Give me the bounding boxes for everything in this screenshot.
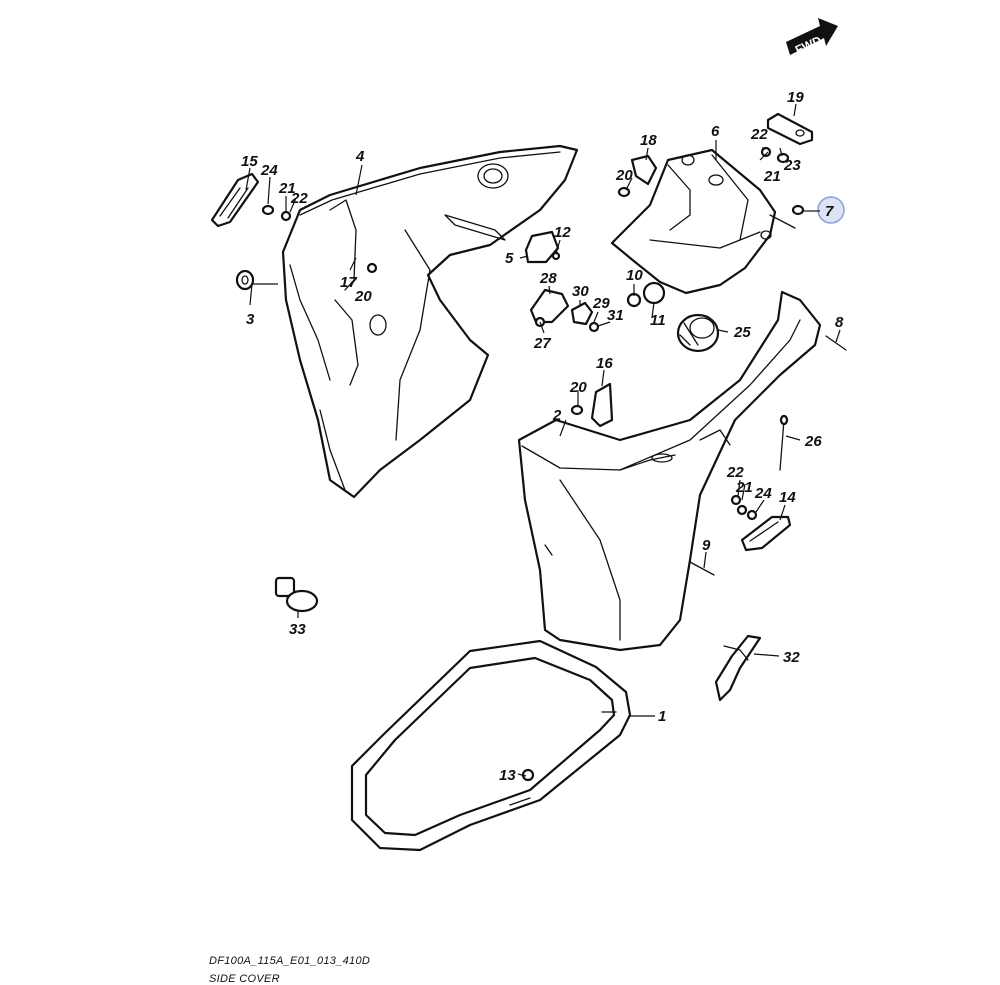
clip-18	[630, 154, 658, 186]
tie-26	[779, 419, 785, 471]
leader-lines	[245, 103, 841, 777]
callout-6: 6	[711, 123, 720, 140]
grommet-3	[235, 269, 255, 291]
callout-12: 12	[554, 224, 571, 241]
callout-22a: 22	[290, 190, 308, 207]
callout-30: 30	[572, 283, 589, 300]
upper-strip	[766, 112, 814, 146]
callouts: 1 2 3 4 5 6 7 8 9 10 11 12 13 14 15 16 1…	[241, 89, 844, 784]
callout-20a: 20	[615, 167, 633, 184]
callout-24b: 24	[754, 485, 772, 502]
callout-21a: 21	[278, 180, 296, 197]
callout-2: 2	[552, 407, 562, 424]
callout-24a: 24	[260, 162, 278, 179]
diagram-code: DF100A_115A_E01_013_410D	[209, 955, 371, 967]
callout-25: 25	[733, 324, 751, 341]
clip-16	[590, 382, 614, 428]
callout-32: 32	[783, 649, 800, 666]
callout-27: 27	[533, 335, 551, 352]
callout-14: 14	[779, 489, 796, 506]
screw-8	[825, 335, 847, 351]
fasteners	[261, 146, 805, 782]
callout-16: 16	[596, 355, 613, 372]
bottom-seal	[350, 639, 632, 852]
callout-26: 26	[804, 433, 822, 450]
grommet-25	[676, 313, 720, 353]
callout-33: 33	[289, 621, 306, 638]
callout-15: 15	[241, 153, 258, 170]
callout-1: 1	[658, 708, 666, 725]
bushing-11	[642, 281, 666, 305]
callout-19: 19	[787, 89, 804, 106]
collar-30	[570, 301, 594, 326]
callout-13: 13	[499, 767, 516, 784]
screw-9	[689, 561, 715, 576]
plug-33	[274, 576, 319, 613]
callout-4: 4	[355, 148, 365, 165]
fwd-arrow-icon: FWD	[786, 18, 838, 57]
callout-21c: 21	[735, 479, 753, 496]
callout-8: 8	[835, 314, 844, 331]
callout-21b: 21	[763, 168, 781, 185]
callout-10: 10	[626, 267, 643, 284]
starboard-clip-cover	[740, 515, 792, 552]
callout-31: 31	[607, 307, 624, 324]
upper-bracket	[610, 148, 796, 295]
clamp-32	[714, 634, 762, 702]
callout-9: 9	[702, 537, 711, 554]
callout-17: 17	[340, 274, 357, 291]
callout-18: 18	[640, 132, 657, 149]
callout-28: 28	[539, 270, 557, 287]
callout-7: 7	[825, 203, 834, 220]
callout-11: 11	[650, 312, 666, 329]
starboard-side-cover	[517, 290, 822, 652]
callout-20b: 20	[569, 379, 587, 396]
callout-3: 3	[246, 311, 255, 328]
callout-20c: 20	[354, 288, 372, 305]
highlight-ring	[817, 196, 845, 224]
callout-22b: 22	[750, 126, 768, 143]
diagram-title: SIDE COVER	[209, 973, 280, 985]
port-clip-cover	[210, 172, 260, 228]
callout-23: 23	[783, 157, 801, 174]
callout-5: 5	[505, 250, 514, 267]
bracket-28	[529, 288, 570, 324]
port-side-cover	[281, 144, 579, 499]
callout-29: 29	[592, 295, 610, 312]
callout-22c: 22	[726, 464, 744, 481]
